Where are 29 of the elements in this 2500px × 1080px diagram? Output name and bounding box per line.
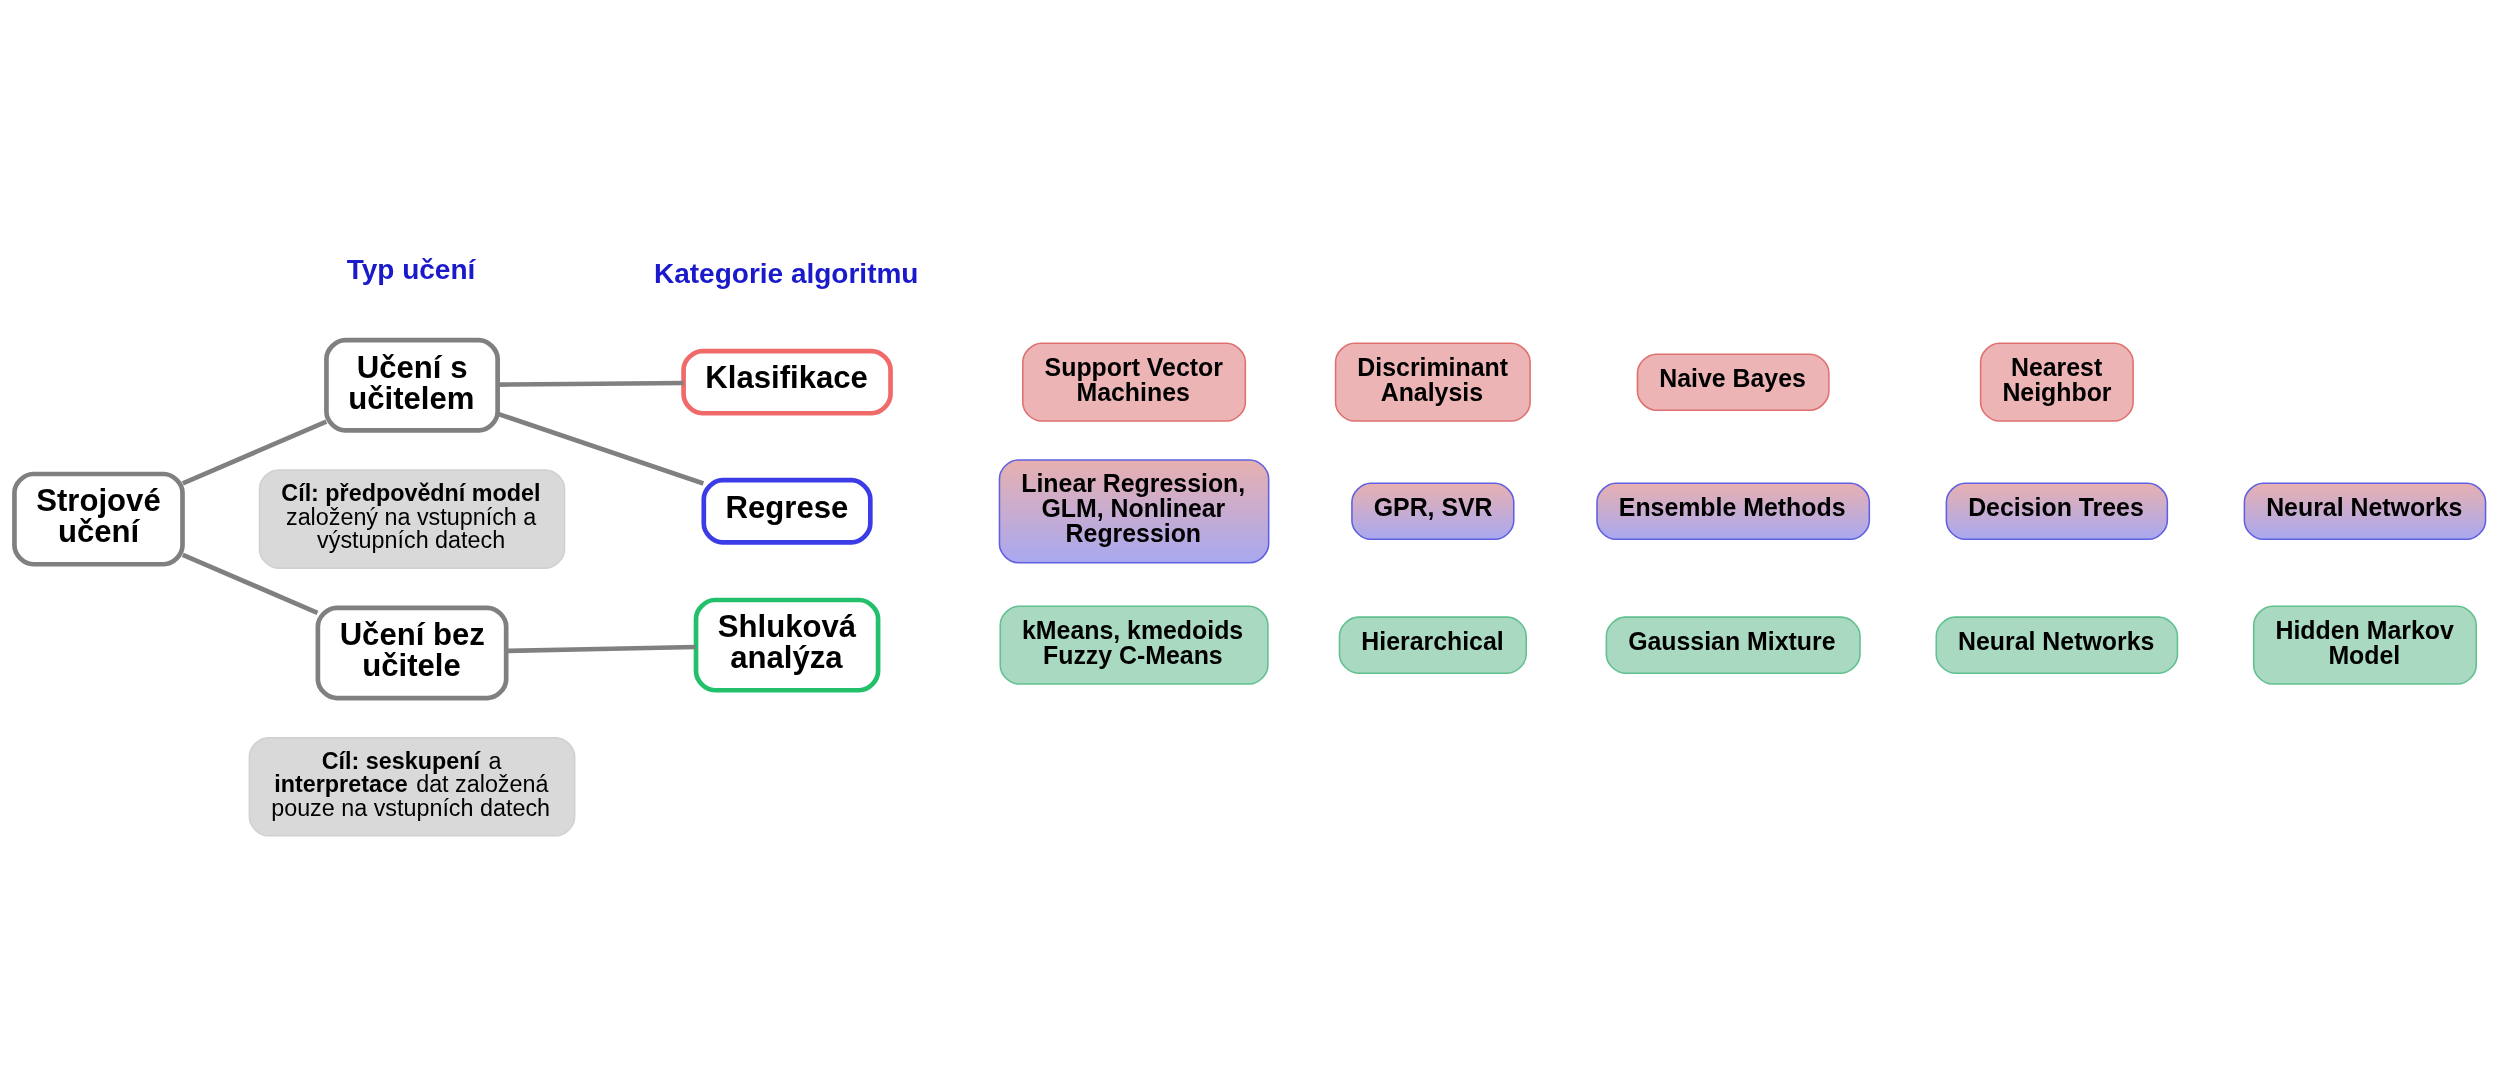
node-box: Decision Trees	[1945, 482, 2169, 540]
node-box: Neural Networks	[2243, 482, 2487, 540]
label: Typ učení	[346, 253, 476, 285]
node-box: Strojové učení	[12, 471, 185, 567]
label: Kategorie algoritmu	[654, 257, 919, 289]
node-box: Neural Networks	[1935, 615, 2179, 674]
node-box: Discriminant Analysis	[1334, 342, 1531, 422]
connector	[181, 552, 319, 615]
node-box: Učení bez učitele	[315, 604, 509, 700]
node-box: Cíl: předpovědní model založený na vstupních a výstupních datech	[258, 468, 566, 569]
node-box: Hierarchical	[1338, 615, 1527, 674]
node-box: Klasifikace	[681, 348, 893, 416]
node-box: Gaussian Mixture	[1605, 615, 1861, 674]
node-box: Hidden Markov Model	[2252, 604, 2477, 685]
node-box: Nearest Neighbor	[1979, 342, 2134, 422]
node-box: Naive Bayes	[1636, 352, 1830, 411]
connector	[181, 418, 328, 486]
node-box: kMeans, kmedoids Fuzzy C-Means	[999, 604, 1269, 685]
node-box: Regrese	[701, 477, 873, 545]
node-box: Ensemble Methods	[1596, 482, 1871, 540]
node-box: Cíl: seskupení a interpretace dat založená pouze na vstupních datech	[248, 736, 576, 837]
connector	[497, 380, 684, 387]
connector	[497, 411, 705, 486]
node-box: GPR, SVR	[1351, 482, 1515, 540]
node-box: Support Vector Machines	[1022, 342, 1247, 422]
node-box: Linear Regression, GLM, Nonlinear Regression	[998, 458, 1270, 563]
node-box: Učení s učitelem	[324, 337, 500, 433]
node-box: Shluková analýza	[693, 597, 881, 693]
connector	[506, 644, 696, 653]
